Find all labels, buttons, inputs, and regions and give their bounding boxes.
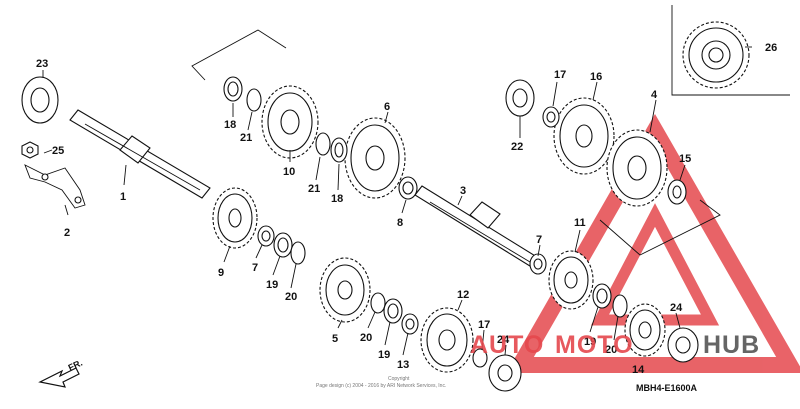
gear-16 (553, 97, 615, 175)
label-part-20c: 20 (605, 344, 617, 356)
watermark-auto: AUTO (470, 331, 544, 359)
label-part-21a: 21 (240, 132, 252, 144)
label-part-19c: 19 (584, 336, 596, 348)
label-part-26: 26 (765, 42, 777, 54)
front-label: FR. (67, 358, 84, 373)
label-part-13: 14 (632, 364, 645, 376)
label-part-21b: 21 (308, 183, 320, 195)
setting-plate-2 (24, 164, 86, 209)
label-part-17b: 17 (478, 319, 490, 331)
gear-4 (606, 129, 668, 207)
label-part-24a: 24 (497, 334, 510, 346)
label-part-12: 12 (457, 289, 469, 301)
gear-10 (261, 85, 319, 159)
label-part-6: 6 (384, 101, 390, 113)
bolt-25 (21, 141, 39, 159)
label-part-16: 16 (590, 71, 602, 83)
gear-26 (682, 21, 750, 89)
front-direction-indicator: FR. (38, 358, 84, 388)
label-part-3: 3 (460, 185, 466, 197)
gear-11 (548, 250, 594, 310)
label-part-17a: 17 (554, 69, 566, 81)
bearing-23 (21, 76, 59, 124)
watermark-hub: HUB (703, 331, 760, 359)
bearing-24-right (667, 327, 699, 363)
inset-frame (671, 5, 790, 96)
part-labels: 23 25 2 1 18 21 10 21 18 6 8 3 17 16 22 … (36, 42, 777, 376)
label-part-4: 4 (651, 89, 658, 101)
copyright-heading: Copyright (388, 376, 410, 382)
watermark-text: AUTO MOTO HUB (470, 331, 760, 359)
label-part-15: 15 (679, 153, 691, 165)
label-part-23: 23 (36, 58, 48, 70)
copyright-text: Page design (c) 2004 - 2016 by ARI Netwo… (316, 383, 446, 389)
bearing-22 (505, 79, 535, 117)
label-part-25: 25 (52, 145, 64, 157)
label-part-1: 1 (120, 191, 126, 203)
gear-13 (624, 303, 666, 357)
label-part-7a: 7 (252, 262, 258, 274)
mainshaft (69, 109, 211, 199)
bearing-24-low (488, 354, 522, 392)
gear-12 (420, 307, 474, 373)
gear-5 (319, 257, 371, 323)
label-part-18a: 18 (224, 119, 236, 131)
label-part-7b: 7 (536, 234, 542, 246)
label-part-9: 9 (218, 267, 224, 279)
countershaft (414, 185, 546, 272)
washers-and-clips (223, 76, 628, 368)
diagram-code: MBH4-E1600A (636, 383, 698, 393)
group-bracket-top (191, 29, 287, 81)
label-part-18b: 18 (331, 193, 343, 205)
bearing-15 (667, 179, 687, 205)
label-part-19a: 19 (266, 279, 278, 291)
label-part-14: 13 (397, 359, 409, 371)
label-part-24b: 24 (670, 302, 683, 314)
label-part-19b: 19 (378, 349, 390, 361)
gear-9 (212, 187, 258, 249)
label-part-8: 8 (397, 217, 403, 229)
label-part-11: 11 (574, 217, 586, 229)
label-part-10: 10 (283, 166, 295, 178)
leader-lines (42, 46, 752, 356)
label-part-2: 2 (64, 227, 70, 239)
gear-6 (344, 117, 406, 199)
label-part-22: 22 (511, 141, 523, 153)
group-bracket-right (599, 199, 721, 256)
label-part-5: 5 (332, 333, 338, 345)
watermark-moto: MOTO (555, 331, 634, 359)
label-part-20a: 20 (285, 291, 297, 303)
label-part-20b: 20 (360, 332, 372, 344)
